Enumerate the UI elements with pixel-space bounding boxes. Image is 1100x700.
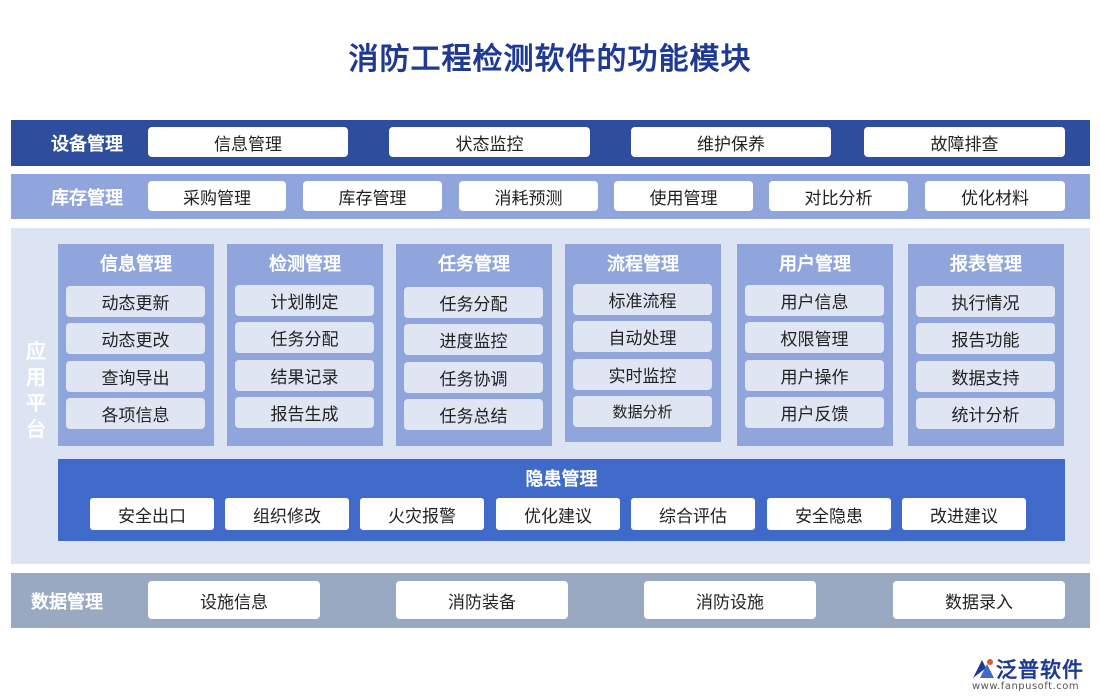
module-item: 数据支持	[916, 361, 1055, 392]
inventory-item: 消耗预测	[459, 181, 598, 211]
module-report-management: 报表管理 执行情况 报告功能 数据支持 统计分析	[908, 244, 1064, 446]
equipment-management-band: 设备管理 信息管理 状态监控 维护保养 故障排查	[11, 120, 1090, 166]
application-platform-label: 应 用 平 台	[23, 338, 49, 442]
equipment-management-label: 设备管理	[51, 134, 123, 155]
module-title: 检测管理	[269, 254, 341, 275]
module-process-management: 流程管理 标准流程 自动处理 实时监控 数据分析	[565, 244, 721, 442]
application-label-char: 平	[26, 391, 46, 415]
hazard-item: 改进建议	[902, 498, 1026, 530]
module-item: 任务分配	[235, 322, 374, 353]
inventory-item: 优化材料	[925, 181, 1065, 211]
hazard-item: 优化建议	[496, 498, 620, 530]
hazard-management-band: 隐患管理 安全出口 组织修改 火灾报警 优化建议 综合评估 安全隐患 改进建议	[58, 459, 1065, 541]
module-item: 结果记录	[235, 360, 374, 391]
module-title: 流程管理	[607, 254, 679, 275]
data-management-item: 设施信息	[148, 581, 320, 619]
module-item: 任务协调	[404, 362, 543, 393]
module-title: 任务管理	[438, 254, 510, 275]
module-item: 任务总结	[404, 399, 543, 430]
logo-name: 泛普软件	[996, 658, 1084, 682]
module-item: 任务分配	[404, 287, 543, 318]
module-item: 查询导出	[66, 361, 205, 392]
module-task-management: 任务管理 任务分配 进度监控 任务协调 任务总结	[396, 244, 552, 446]
module-info-management: 信息管理 动态更新 动态更改 查询导出 各项信息	[58, 244, 214, 446]
equipment-item: 维护保养	[631, 127, 831, 157]
module-title: 信息管理	[100, 254, 172, 275]
equipment-item: 故障排查	[864, 127, 1065, 157]
module-item: 统计分析	[916, 398, 1055, 429]
module-item: 计划制定	[235, 285, 374, 316]
module-user-management: 用户管理 用户信息 权限管理 用户操作 用户反馈	[737, 244, 893, 446]
module-item: 用户反馈	[745, 397, 884, 428]
inventory-management-label: 库存管理	[51, 187, 123, 209]
module-item: 报告功能	[916, 323, 1055, 354]
module-title: 报表管理	[950, 254, 1022, 275]
logo-mark-icon	[973, 659, 994, 678]
module-inspection-management: 检测管理 计划制定 任务分配 结果记录 报告生成	[227, 244, 383, 446]
hazard-management-title: 隐患管理	[525, 469, 598, 490]
module-item: 用户信息	[745, 285, 884, 316]
application-label-char: 用	[26, 365, 46, 389]
data-management-band: 数据管理 设施信息 消防装备 消防设施 数据录入	[11, 573, 1090, 628]
inventory-item: 对比分析	[769, 181, 908, 211]
data-management-label: 数据管理	[31, 591, 103, 613]
module-item: 标准流程	[573, 284, 712, 315]
hazard-item: 安全出口	[90, 498, 214, 530]
application-platform-panel: 应 用 平 台 信息管理 动态更新 动态更改 查询导出 各项信息 检测管理 计划…	[11, 228, 1090, 564]
brand-logo: 泛普软件 www.fanpusoft.com	[970, 654, 1094, 694]
module-item: 各项信息	[66, 398, 205, 429]
module-item: 报告生成	[235, 397, 374, 428]
equipment-item: 状态监控	[389, 127, 590, 157]
hazard-item: 安全隐患	[767, 498, 891, 530]
module-item: 权限管理	[745, 322, 884, 353]
inventory-management-band: 库存管理 采购管理 库存管理 消耗预测 使用管理 对比分析 优化材料	[11, 174, 1090, 219]
page-title: 消防工程检测软件的功能模块	[348, 42, 752, 77]
application-label-char: 应	[26, 339, 46, 363]
data-management-item: 消防装备	[396, 581, 568, 619]
module-title: 用户管理	[779, 254, 851, 275]
hazard-item: 火灾报警	[360, 498, 484, 530]
module-item: 实时监控	[573, 359, 712, 390]
hazard-item: 组织修改	[225, 498, 349, 530]
module-item: 数据分析	[573, 396, 712, 427]
application-label-char: 台	[26, 417, 46, 441]
data-management-item: 数据录入	[893, 581, 1065, 619]
inventory-item: 库存管理	[303, 181, 442, 211]
equipment-item: 信息管理	[148, 127, 348, 157]
hazard-item: 综合评估	[631, 498, 755, 530]
inventory-item: 使用管理	[614, 181, 753, 211]
module-item: 自动处理	[573, 321, 712, 352]
logo-url: www.fanpusoft.com	[972, 681, 1080, 692]
module-item: 动态更新	[66, 286, 205, 317]
module-item: 进度监控	[404, 324, 543, 355]
module-item: 用户操作	[745, 360, 884, 391]
module-item: 执行情况	[916, 286, 1055, 317]
module-item: 动态更改	[66, 323, 205, 354]
data-management-item: 消防设施	[644, 581, 816, 619]
inventory-item: 采购管理	[148, 181, 286, 211]
